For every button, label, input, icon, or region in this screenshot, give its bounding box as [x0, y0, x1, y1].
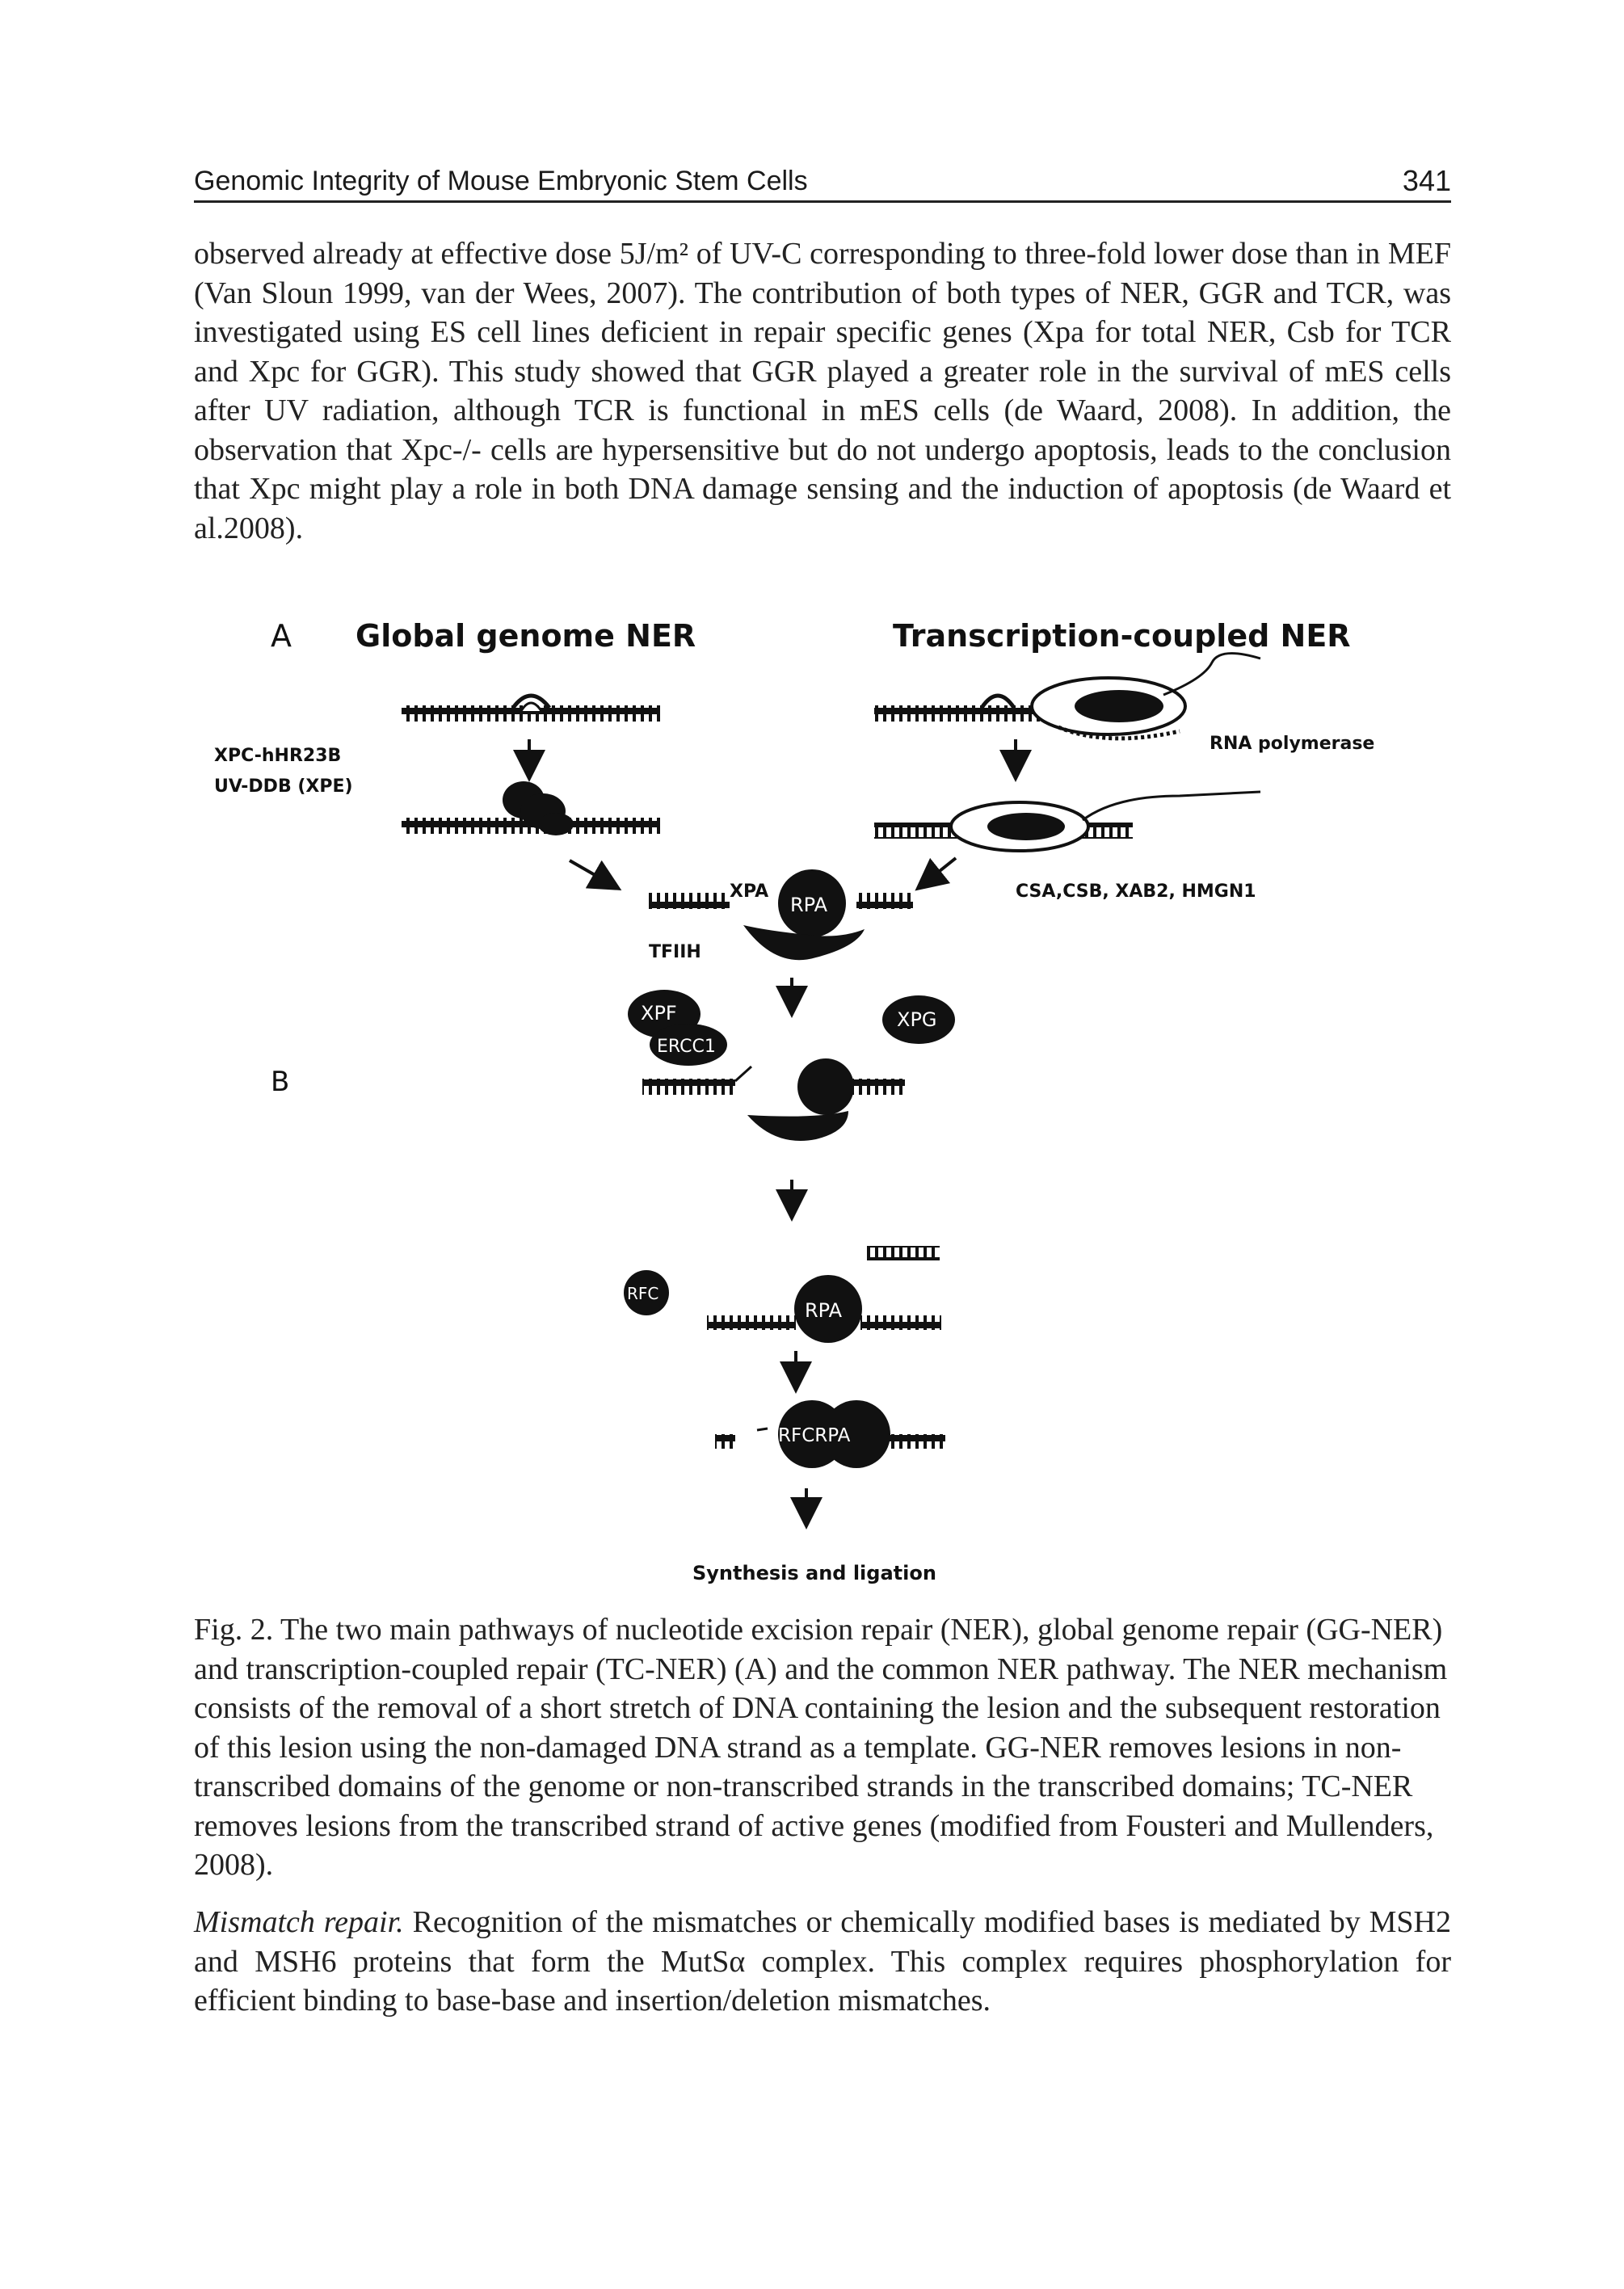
ercc1-label: ERCC1 — [657, 1037, 716, 1057]
xpa-label: XPA — [730, 882, 768, 902]
xpg-protein — [882, 995, 955, 1044]
csa-csb-label: CSA,CSB, XAB2, HMGN1 — [1016, 882, 1256, 902]
ggr-title: Global genome NER — [356, 618, 696, 654]
rfc-protein — [624, 1270, 669, 1315]
incision-complex — [642, 1058, 905, 1141]
xpa-rpa-tfiih-complex — [649, 869, 913, 961]
ggr-dna-lesion — [402, 693, 660, 722]
rfc-rpa-synthesis-complex — [715, 1400, 945, 1468]
page-number: 341 — [1402, 164, 1451, 197]
ggr-dna-xpc-bound — [402, 781, 660, 835]
panel-b-label: B — [271, 1066, 289, 1098]
body-paragraph: observed already at effective dose 5J/m²… — [194, 237, 1451, 545]
xpc-label: XPC-hHR23B — [214, 746, 341, 766]
uvddb-label: UV-DDB (XPE) — [214, 776, 353, 797]
tcr-dna-rnapol — [874, 652, 1261, 741]
body-paragraph-mismatch: Mismatch repair. Recognition of the mism… — [194, 1903, 1451, 2021]
arrow-diagonal — [569, 859, 622, 890]
rpa-label: RPA — [790, 894, 828, 916]
xpg-label: XPG — [897, 1008, 937, 1031]
xpf-label: XPF — [641, 1002, 677, 1025]
panel-a-label: A — [271, 618, 292, 654]
excised-fragment — [867, 1246, 940, 1260]
running-header-title: Genomic Integrity of Mouse Embryonic Ste… — [194, 166, 808, 196]
synthesis-label: Synthesis and ligation — [692, 1562, 936, 1584]
xpf-ercc1-complex — [628, 990, 727, 1066]
tcr-dna-stalled-pol — [874, 790, 1261, 852]
rpa-label-2: RPA — [805, 1299, 843, 1322]
rfc-label: RFC — [627, 1284, 658, 1303]
figure-caption: Fig. 2. The two main pathways of nucleot… — [194, 1613, 1448, 1882]
rpa-gap-complex — [707, 1275, 941, 1343]
tfiih-label: TFIIH — [649, 942, 701, 962]
tcr-title: Transcription-coupled NER — [893, 618, 1351, 654]
rfcrpa-label: RFCRPA — [778, 1425, 851, 1446]
header-rule — [194, 200, 1451, 203]
rna-polymerase-label: RNA polymerase — [1210, 734, 1374, 754]
arrow-diagonal — [915, 856, 957, 891]
paragraph-text: Recognition of the mismatches or chemica… — [194, 1905, 1451, 2018]
run-in-heading: Mismatch repair. — [194, 1905, 404, 1939]
